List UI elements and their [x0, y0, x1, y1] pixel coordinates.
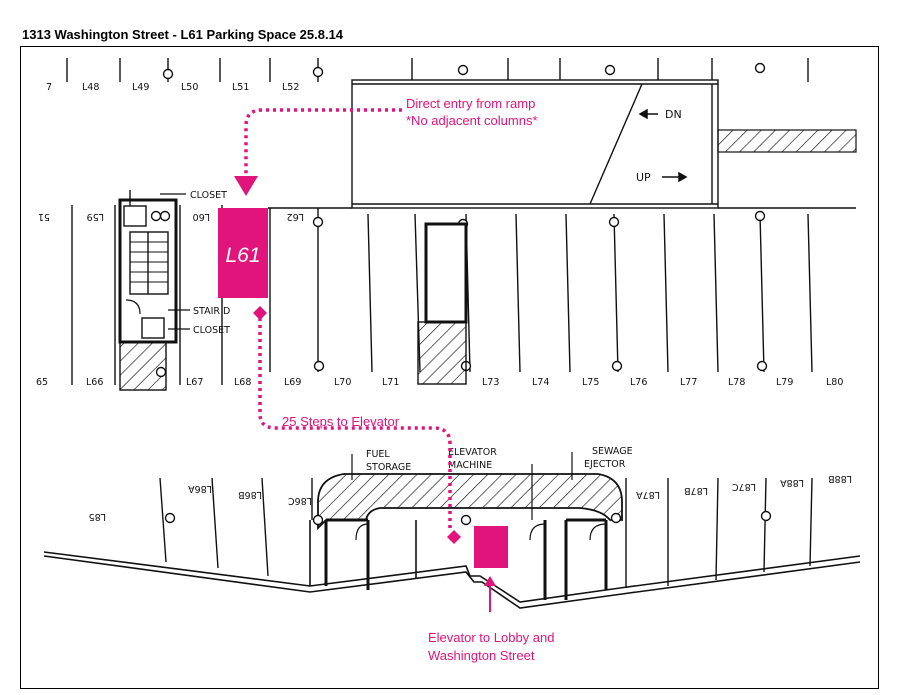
center-column-block [417, 222, 468, 385]
space-label: L75 [582, 377, 599, 388]
space-label: L77 [680, 377, 697, 388]
space-label: L66 [86, 377, 103, 388]
closet-bottom-label: CLOSET [193, 325, 230, 336]
space-label: L88B [828, 473, 852, 484]
space-label: L86B [238, 489, 262, 500]
column-icon [155, 366, 167, 378]
middle-row-lines [71, 205, 856, 385]
space-label: L86A [188, 483, 212, 494]
space-label: L48 [82, 82, 99, 93]
middle-upper-labels: 51 L59 L60 L62 [38, 211, 304, 222]
start-marker-icon [253, 306, 267, 320]
space-label: L74 [532, 377, 549, 388]
space-label: 65 [36, 377, 48, 388]
space-label: L68 [234, 377, 251, 388]
space-label: L85 [89, 511, 106, 522]
sewage-label-1: SEWAGE [592, 446, 633, 457]
route-paths [244, 108, 452, 530]
middle-lower-labels: 65 L66 L67 L68 L69 L70 L71 L73 L74 L75 L… [36, 377, 843, 388]
space-label: L52 [282, 82, 299, 93]
stair-label: STAIR D [193, 306, 230, 317]
space-label: L67 [186, 377, 203, 388]
space-label: L87C [732, 481, 756, 492]
bottom-labels: L85 L86A L86B L86C L87A L87B L87C L88A L… [89, 473, 852, 522]
arrow-up-icon [484, 576, 496, 586]
space-label: L49 [132, 82, 149, 93]
column-icon [150, 210, 162, 222]
closet-top-label: CLOSET [190, 190, 227, 201]
space-label: L69 [284, 377, 301, 388]
space-label: L50 [181, 82, 198, 93]
steps-note: 25 Steps to Elevator [282, 414, 400, 429]
fuel-label-2: STORAGE [366, 462, 411, 473]
space-label: L80 [826, 377, 843, 388]
entry-note-line2: *No adjacent columns* [406, 113, 538, 128]
space-label: L87B [684, 485, 708, 496]
elevator-note-line1: Elevator to Lobby and [428, 630, 554, 645]
entry-note-line1: Direct entry from ramp [406, 96, 535, 111]
elevator-highlight [474, 526, 508, 568]
bottom-columns [164, 510, 772, 526]
l61-label: L61 [225, 244, 260, 267]
l61-space[interactable]: L61 [218, 208, 268, 298]
space-label: L71 [382, 377, 399, 388]
space-label: L79 [776, 377, 793, 388]
sewage-label-2: EJECTOR [584, 459, 626, 470]
space-label: L78 [728, 377, 745, 388]
space-label: L76 [630, 377, 647, 388]
arrow-down-icon [234, 176, 258, 196]
ramp-arrows [638, 108, 688, 183]
stair-callouts [160, 193, 190, 330]
end-marker-icon [447, 530, 461, 544]
space-label: L70 [334, 377, 351, 388]
plan-frame [20, 46, 879, 689]
elevator-machine-label-1: ELEVATOR [448, 447, 497, 458]
elevator-note-line2: Washington Street [428, 648, 535, 663]
space-label: L88A [780, 477, 804, 488]
top-row-columns [162, 62, 766, 80]
space-label: L62 [287, 211, 304, 222]
room-label-leaders [351, 452, 573, 520]
top-row-labels: 7 L48 L49 L50 L51 L52 [46, 82, 299, 93]
space-label: L60 [193, 211, 210, 222]
ramp-ribbon [717, 129, 857, 153]
page-title: 1313 Washington Street - L61 Parking Spa… [22, 27, 344, 42]
space-label: 7 [46, 82, 52, 93]
elevator-machine-label-2: MACHINE [448, 460, 492, 471]
bottom-dividers [159, 477, 813, 588]
space-label: L59 [87, 211, 104, 222]
ramp-up-label: UP [636, 171, 651, 184]
space-label: L51 [232, 82, 249, 93]
space-label: L87A [636, 489, 660, 500]
ramp-down-label: DN [665, 108, 682, 121]
space-label: 51 [38, 211, 50, 222]
fuel-label-1: FUEL [366, 449, 390, 460]
arrow-right-icon [678, 171, 688, 183]
arrow-left-icon [638, 108, 648, 120]
space-label: L86C [288, 495, 312, 506]
space-label: L73 [482, 377, 499, 388]
stair-hatch [119, 341, 167, 391]
top-row-dividers [66, 58, 809, 82]
